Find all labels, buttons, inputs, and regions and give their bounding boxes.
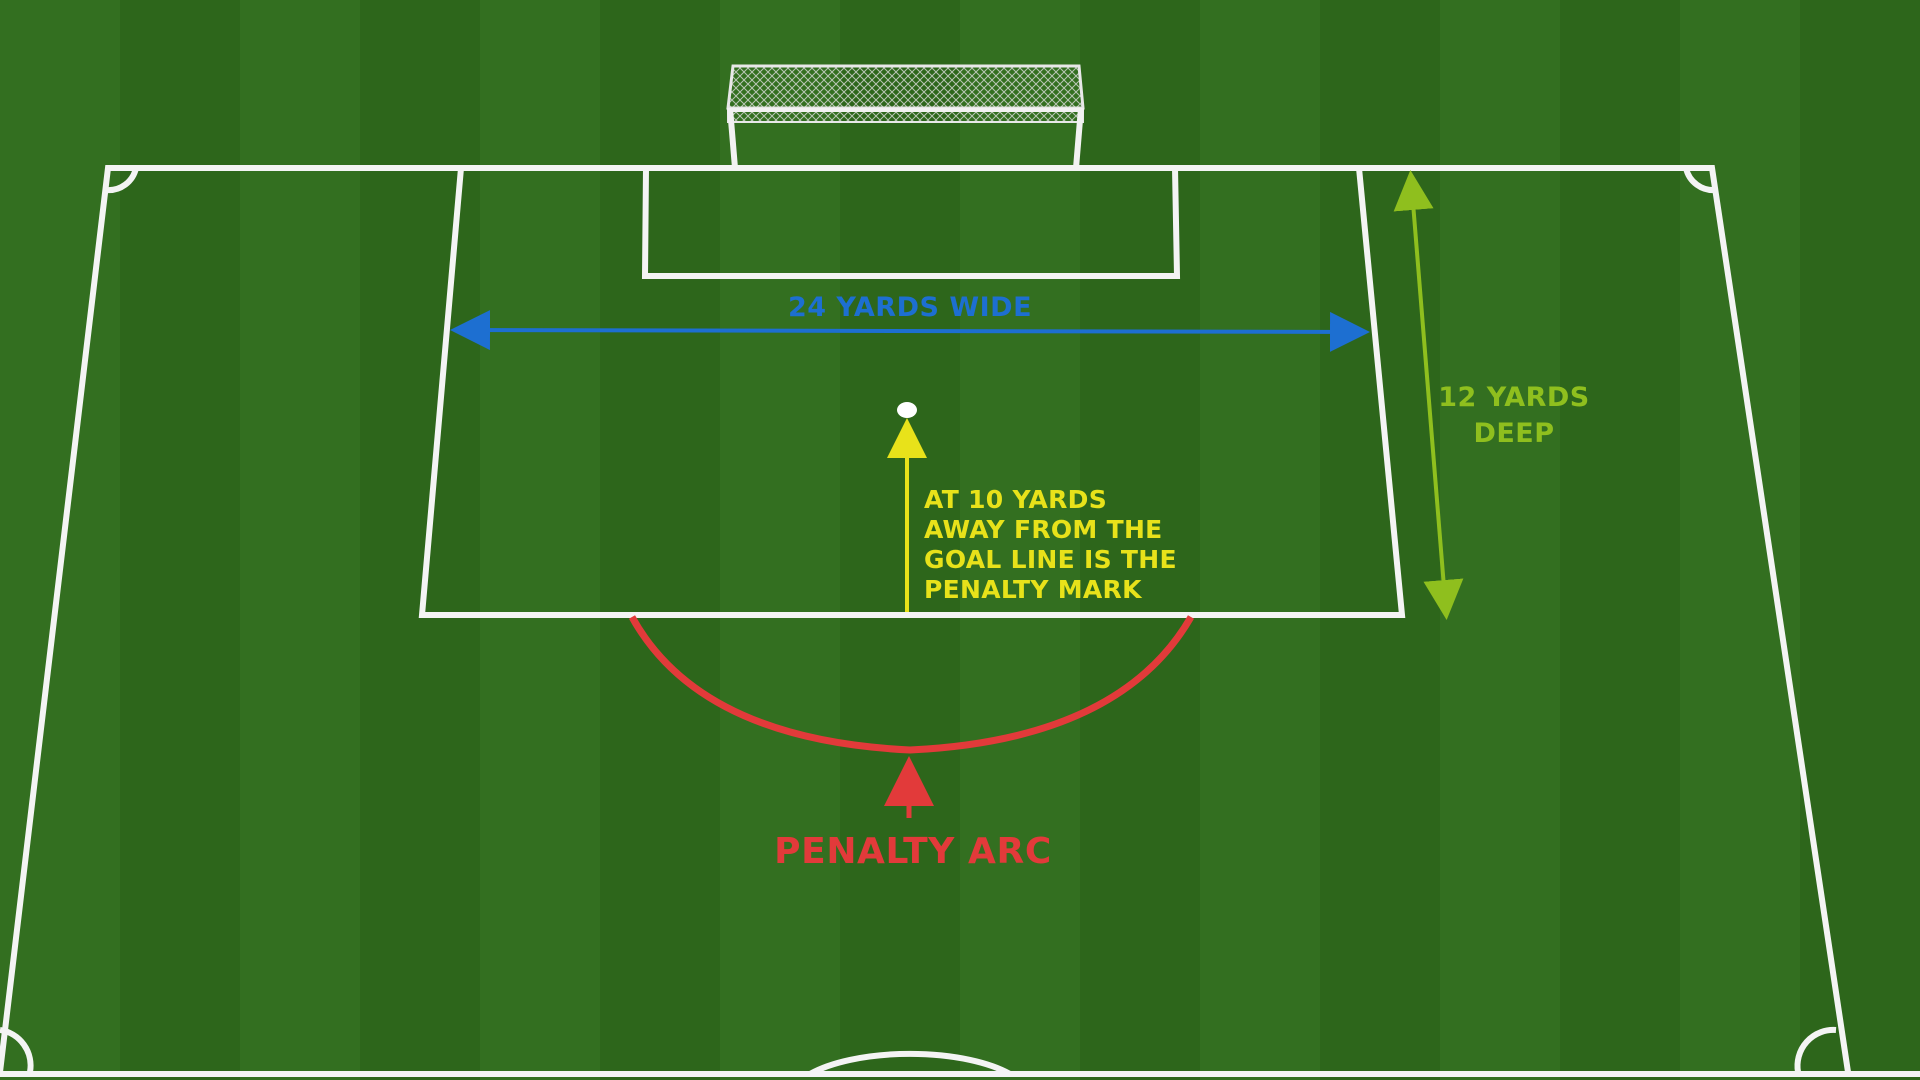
corner-arc-bottom-right xyxy=(1794,1026,1837,1073)
penalty-mark-label-line-3: GOAL LINE IS THE xyxy=(924,545,1177,574)
corner-arc-bottom-left xyxy=(0,1027,34,1073)
penalty-arc xyxy=(628,615,1195,754)
corner-arc-top-right xyxy=(1683,167,1717,194)
width-arrow xyxy=(450,310,1370,352)
penalty-mark-label-line-4: PENALTY MARK xyxy=(924,575,1143,604)
center-circle-partial xyxy=(808,1050,1012,1077)
depth-label-line-2: DEEP xyxy=(1473,418,1554,449)
penalty-mark-label-line-2: AWAY FROM THE xyxy=(924,515,1163,544)
penalty-mark-label-line-1: AT 10 YARDS xyxy=(924,485,1107,514)
width-label: 24 YARDS WIDE xyxy=(788,292,1032,323)
penalty-spot xyxy=(897,402,917,418)
penalty-arc-label: PENALTY ARC xyxy=(774,831,1052,872)
corner-arc-top-left xyxy=(105,167,139,194)
goal-area xyxy=(641,165,1181,279)
depth-label-line-1: 12 YARDS xyxy=(1438,382,1590,413)
depth-arrow xyxy=(1393,170,1464,620)
goal xyxy=(726,64,1085,169)
